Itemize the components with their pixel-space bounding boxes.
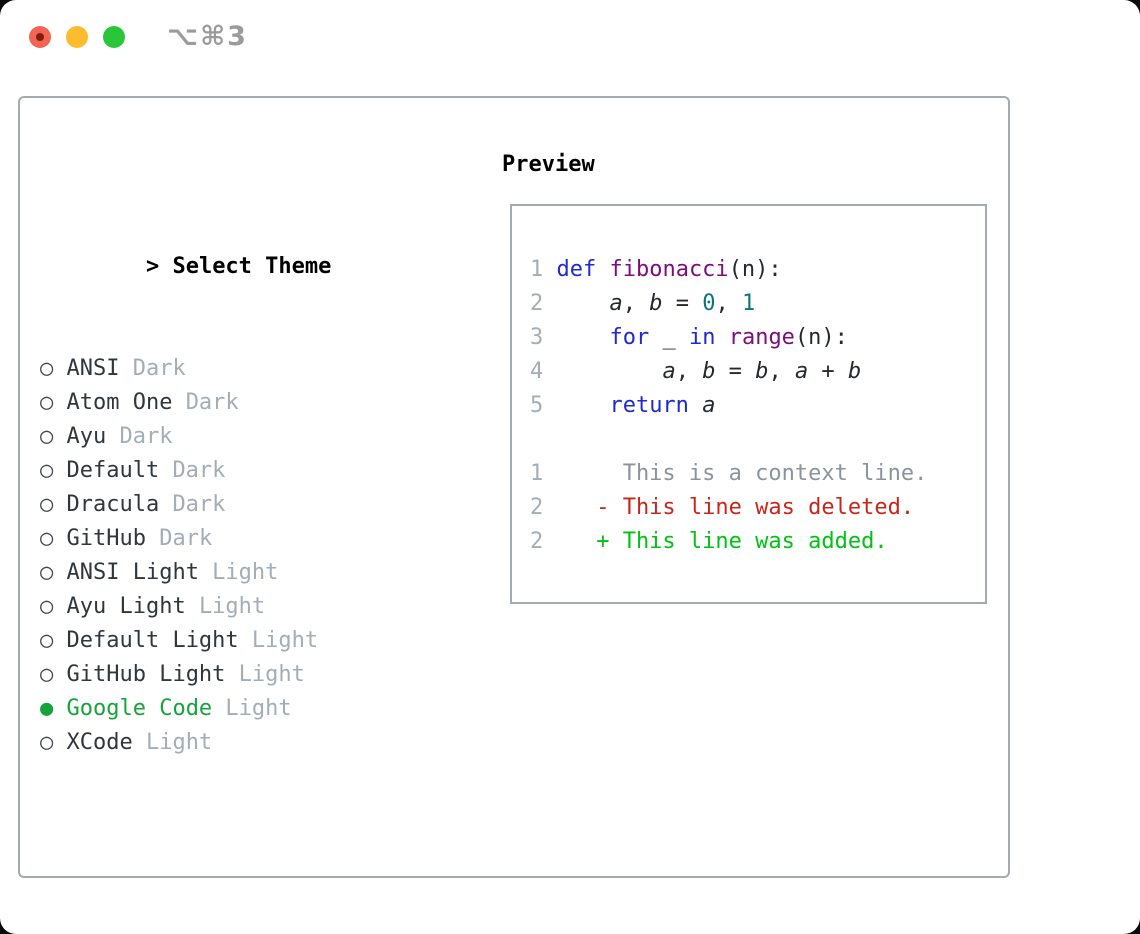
option-label: GitHub — [66, 526, 146, 551]
theme-option[interactable]: ○ Ayu Dark — [40, 420, 411, 454]
theme-option[interactable]: ○ Default Dark — [40, 454, 411, 488]
line-number: 2 — [530, 529, 544, 554]
radio-unselected-icon: ○ — [40, 560, 54, 585]
option-variant: Light — [198, 594, 266, 619]
theme-option[interactable]: ○ XCode Light — [40, 726, 411, 760]
radio-unselected-icon: ○ — [40, 390, 54, 415]
option-variant: Light — [212, 560, 279, 585]
theme-option[interactable]: ○ ANSI Light Light — [40, 556, 411, 590]
option-variant: Dark — [185, 390, 239, 415]
line-number: 4 — [530, 359, 544, 384]
theme-option[interactable]: ○ Atom One Dark — [40, 386, 411, 420]
radio-unselected-icon: ○ — [40, 730, 54, 755]
preview-line — [530, 423, 985, 457]
option-variant: Dark — [172, 458, 226, 483]
select-theme-title: Select Theme — [172, 254, 332, 279]
radio-unselected-icon: ○ — [40, 424, 54, 449]
preview-line: 3 for _ in range(n): — [530, 321, 985, 355]
radio-unselected-icon: ○ — [40, 458, 54, 483]
preview-line: 4 a, b = b, a + b — [530, 355, 985, 389]
option-label: ANSI Light — [66, 560, 199, 585]
option-label: ANSI — [66, 356, 120, 381]
line-number: 2 — [530, 291, 544, 316]
focus-cursor-icon: > — [145, 254, 160, 279]
line-number: 5 — [530, 393, 544, 418]
theme-option[interactable]: ○ GitHub Dark — [40, 522, 411, 556]
option-variant: Dark — [172, 492, 226, 517]
theme-option[interactable]: ● Google Code Light — [40, 692, 411, 726]
line-number: 3 — [530, 325, 544, 350]
radio-unselected-icon: ○ — [40, 492, 54, 517]
radio-selected-icon: ● — [40, 696, 54, 721]
theme-option[interactable]: ○ Ayu Light Light — [40, 590, 411, 624]
select-theme-header: > Select Theme — [40, 216, 411, 279]
line-number: 1 — [530, 461, 544, 486]
option-label: Atom One — [66, 390, 173, 415]
preview-line: 1 This is a context line. — [530, 457, 985, 491]
radio-unselected-icon: ○ — [40, 662, 54, 687]
option-label: Google Code — [66, 696, 213, 721]
option-variant: Dark — [159, 526, 213, 551]
preview-line: 5 return a — [530, 389, 985, 423]
option-variant: Light — [238, 662, 305, 687]
radio-unselected-icon: ○ — [40, 356, 54, 381]
option-label: Dracula — [66, 492, 160, 517]
theme-option[interactable]: ○ Dracula Dark — [40, 488, 411, 522]
window-title: ⌥⌘3 — [167, 21, 248, 52]
unsaved-changes-dot — [36, 33, 44, 41]
theme-option[interactable]: ○ GitHub Light Light — [40, 658, 411, 692]
option-label: GitHub Light — [66, 662, 226, 687]
option-variant: Dark — [119, 424, 173, 449]
line-number: 2 — [530, 495, 544, 520]
preview-title: Preview — [502, 152, 595, 177]
theme-option[interactable]: ○ Default Light Light — [40, 624, 411, 658]
option-variant: Light — [225, 696, 292, 721]
option-variant: Dark — [132, 356, 186, 381]
option-label: Default Light — [66, 628, 239, 653]
line-number: 1 — [530, 257, 544, 282]
preview-line: 2 a, b = 0, 1 — [530, 287, 985, 321]
option-variant: Light — [145, 730, 213, 755]
option-label: Ayu — [66, 424, 107, 449]
theme-option[interactable]: ○ ANSI Dark — [40, 352, 411, 386]
close-button[interactable] — [29, 26, 51, 48]
minimize-button[interactable] — [66, 26, 88, 48]
spacer — [40, 862, 411, 896]
preview-line: 2 - This line was deleted. — [530, 491, 985, 525]
zoom-button[interactable] — [103, 26, 125, 48]
preview-line: 2 + This line was added. — [530, 525, 985, 559]
option-label: XCode — [66, 730, 133, 755]
radio-unselected-icon: ○ — [40, 526, 54, 551]
option-variant: Light — [251, 628, 319, 653]
option-label: Ayu Light — [66, 594, 186, 619]
option-label: Default — [66, 458, 160, 483]
radio-unselected-icon: ○ — [40, 628, 54, 653]
radio-unselected-icon: ○ — [40, 594, 54, 619]
